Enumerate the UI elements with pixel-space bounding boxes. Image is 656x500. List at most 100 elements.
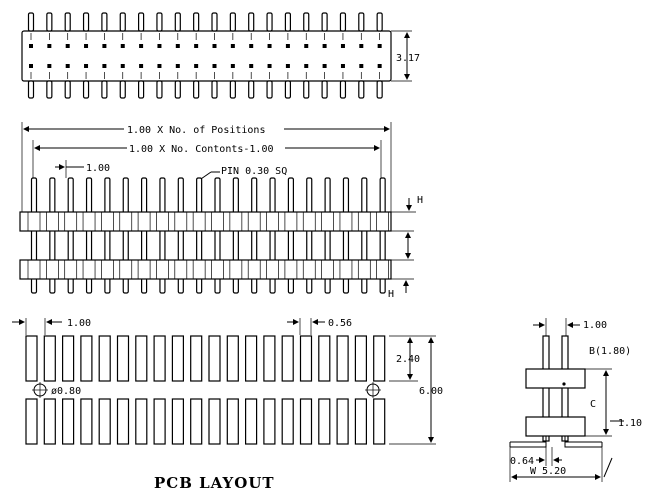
pcb-pad-lower <box>190 398 203 445</box>
top-pin-upper <box>229 12 236 32</box>
pin-label: PIN 0.30 SQ <box>221 166 287 177</box>
top-pin-upper <box>339 12 347 32</box>
pcb-pad-lower <box>98 398 111 445</box>
top-pin-upper <box>321 12 328 32</box>
top-pin-lower <box>339 80 347 99</box>
pcb-pad-lower <box>208 398 221 445</box>
top-pin-lower <box>266 80 273 99</box>
pcb-hole-label: ø0.80 <box>51 386 81 397</box>
top-pin-dot <box>194 44 199 48</box>
side-d-label: 1.10 <box>618 418 642 429</box>
pcb-pad-width-label: 0.56 <box>328 318 352 329</box>
top-view: 3.17 <box>21 12 420 99</box>
side-c-label: C <box>590 399 596 410</box>
top-pin-upper <box>358 12 365 32</box>
contact-length-label: 1.00 X No. Contonts-1.00 <box>129 144 274 155</box>
top-pin-dot <box>212 64 217 68</box>
pcb-layout: 1.00 0.56 ø0.80 2.40 6.00 PCB LAYOUT <box>12 318 443 492</box>
top-pin-lower <box>229 80 236 99</box>
top-pin-upper <box>376 12 383 32</box>
top-pin-upper <box>266 12 273 32</box>
top-pin-dot <box>65 44 70 48</box>
pcb-pad-upper <box>43 335 56 382</box>
top-pin-lower <box>138 80 145 99</box>
pcb-pad-upper <box>153 335 166 382</box>
top-pin-dot <box>29 44 33 48</box>
pcb-pad-upper <box>336 335 349 382</box>
pcb-pad-lower <box>245 398 258 445</box>
pcb-pad-upper <box>171 335 184 382</box>
total-length-label: 1.00 X No. of Positions <box>127 125 265 136</box>
top-pin-lower <box>46 80 53 99</box>
top-pin-upper <box>27 12 35 32</box>
top-pin-dot <box>359 44 364 48</box>
top-pin-lower <box>321 80 328 99</box>
top-pin-lower <box>193 80 200 99</box>
lower-body <box>19 259 392 280</box>
pcb-pad-lower <box>226 398 239 445</box>
pcb-pad-upper <box>80 335 93 382</box>
top-pin-upper <box>284 12 291 32</box>
top-pin-dot <box>157 44 162 48</box>
top-pin-upper <box>119 12 126 32</box>
pcb-pad-lower <box>171 398 184 445</box>
pcb-pad-upper <box>263 335 276 382</box>
top-pin-dot <box>139 64 144 68</box>
top-pin-dot <box>340 64 345 68</box>
top-pin-dot <box>84 44 89 48</box>
top-pin-lower <box>64 80 71 99</box>
front-view: 1.00 X No. of Positions 1.00 X No. Conto… <box>19 122 423 300</box>
pcb-pad-upper <box>98 335 111 382</box>
side-view: 1.00 B(1.80) C 1.10 0.64 <box>509 318 642 482</box>
pcb-pad-lower <box>80 398 93 445</box>
pcb-pad-lower <box>336 398 349 445</box>
top-pin-dot <box>267 64 272 68</box>
pcb-pad-upper <box>373 335 386 382</box>
top-pin-dot <box>29 64 33 68</box>
top-pin-dot <box>285 64 290 68</box>
pcb-pad-upper <box>245 335 258 382</box>
h-bottom-label: H <box>388 289 394 300</box>
top-pin-dot <box>102 44 107 48</box>
top-pin-dot <box>212 44 217 48</box>
top-pin-lower <box>101 80 108 99</box>
pcb-pad-lower <box>43 398 56 445</box>
top-pin-dot <box>249 64 254 68</box>
top-pin-dot <box>102 64 107 68</box>
pcb-pitch-label: 1.00 <box>67 318 91 329</box>
top-pin-lower <box>82 80 90 99</box>
top-pin-dot <box>285 44 290 48</box>
top-pin-lower <box>284 80 291 99</box>
top-pin-lower <box>211 80 218 99</box>
top-pin-upper <box>138 12 145 32</box>
top-pin-dot <box>377 64 382 68</box>
side-b-label: B(1.80) <box>589 346 631 357</box>
pcb-pad-upper <box>318 335 331 382</box>
top-pin-lower <box>27 80 35 99</box>
pcb-pad-lower <box>25 398 38 445</box>
top-pin-dot <box>322 64 327 68</box>
top-pin-upper <box>303 12 310 32</box>
pcb-pad-lower <box>263 398 276 445</box>
side-lower-body <box>525 416 586 437</box>
top-pin-lower <box>358 80 365 99</box>
top-pin-dot <box>139 44 144 48</box>
top-pin-upper <box>193 12 200 32</box>
top-pin-dot <box>120 64 125 68</box>
side-w-label: W 5.20 <box>530 466 566 477</box>
top-pin-lower <box>376 80 383 99</box>
h-top-label: H <box>417 195 423 206</box>
pcb-pad-lower <box>354 398 367 445</box>
top-pin-dot <box>304 44 309 48</box>
pcb-pad-upper <box>25 335 38 382</box>
top-pin-dot <box>377 44 382 48</box>
top-pin-lower <box>174 80 181 99</box>
pcb-pad-lower <box>318 398 331 445</box>
top-pin-lower <box>119 80 126 99</box>
pcb-pad-upper <box>299 335 313 382</box>
pcb-pad-upper <box>281 335 294 382</box>
pcb-pad-lower <box>281 398 294 445</box>
top-pin-dot <box>84 64 89 68</box>
side-upper-body <box>525 368 586 389</box>
